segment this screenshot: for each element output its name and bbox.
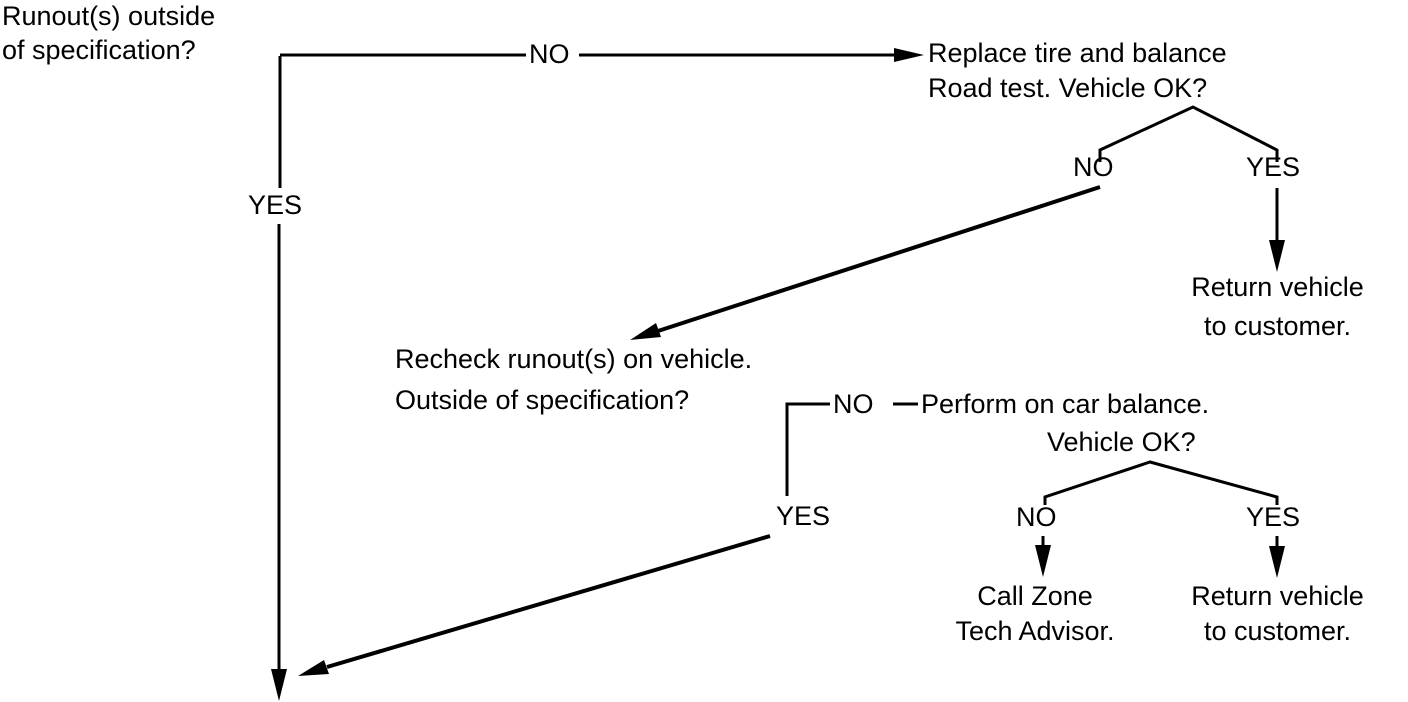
label-yes-recheck: YES	[776, 501, 831, 531]
node-perform-line1: Perform on car balance.	[921, 389, 1210, 419]
node-recheck-line2: Outside of specification?	[395, 385, 690, 415]
edge-recheck-yes-diagonal	[326, 534, 771, 669]
arrowhead-start-yes	[271, 669, 287, 701]
arrowhead-roadtest-no	[630, 323, 661, 340]
node-start-line2: of specification?	[2, 35, 196, 65]
edge-recheck-bracket	[785, 402, 830, 496]
split-road-test	[1098, 105, 1279, 162]
arrowhead-start-no	[894, 48, 924, 62]
node-recheck-line1: Recheck runout(s) on vehicle.	[395, 344, 753, 374]
node-return-top-line2: to customer.	[1203, 311, 1352, 341]
arrowhead-roadtest-yes	[1269, 240, 1285, 272]
label-yes-road-test: YES	[1246, 152, 1301, 182]
label-no-recheck: NO	[833, 389, 874, 419]
label-yes-start: YES	[248, 190, 303, 220]
node-return-top-line1: Return vehicle	[1191, 272, 1364, 302]
node-call-zone-line1: Call Zone	[977, 581, 1093, 611]
node-replace-tire-line1: Replace tire and balance	[928, 38, 1227, 68]
node-start-line1: Runout(s) outside	[2, 1, 216, 31]
node-perform-line2: Vehicle OK?	[1047, 427, 1196, 457]
split-on-car	[1043, 460, 1279, 505]
node-return-bottom-line1: Return vehicle	[1191, 581, 1364, 611]
edge-roadtest-no-diagonal	[657, 185, 1101, 333]
node-return-bottom-line2: to customer.	[1203, 616, 1352, 646]
label-no-on-car: NO	[1016, 502, 1057, 532]
node-call-zone-line2: Tech Advisor.	[955, 616, 1115, 646]
arrowhead-recheck-yes	[298, 660, 329, 676]
arrowhead-oncar-yes	[1269, 546, 1285, 578]
label-no-start: NO	[529, 39, 570, 69]
arrowhead-oncar-no	[1035, 545, 1051, 577]
node-replace-tire-line2: Road test. Vehicle OK?	[928, 73, 1208, 103]
label-no-road-test: NO	[1073, 152, 1114, 182]
label-yes-on-car: YES	[1246, 502, 1301, 532]
